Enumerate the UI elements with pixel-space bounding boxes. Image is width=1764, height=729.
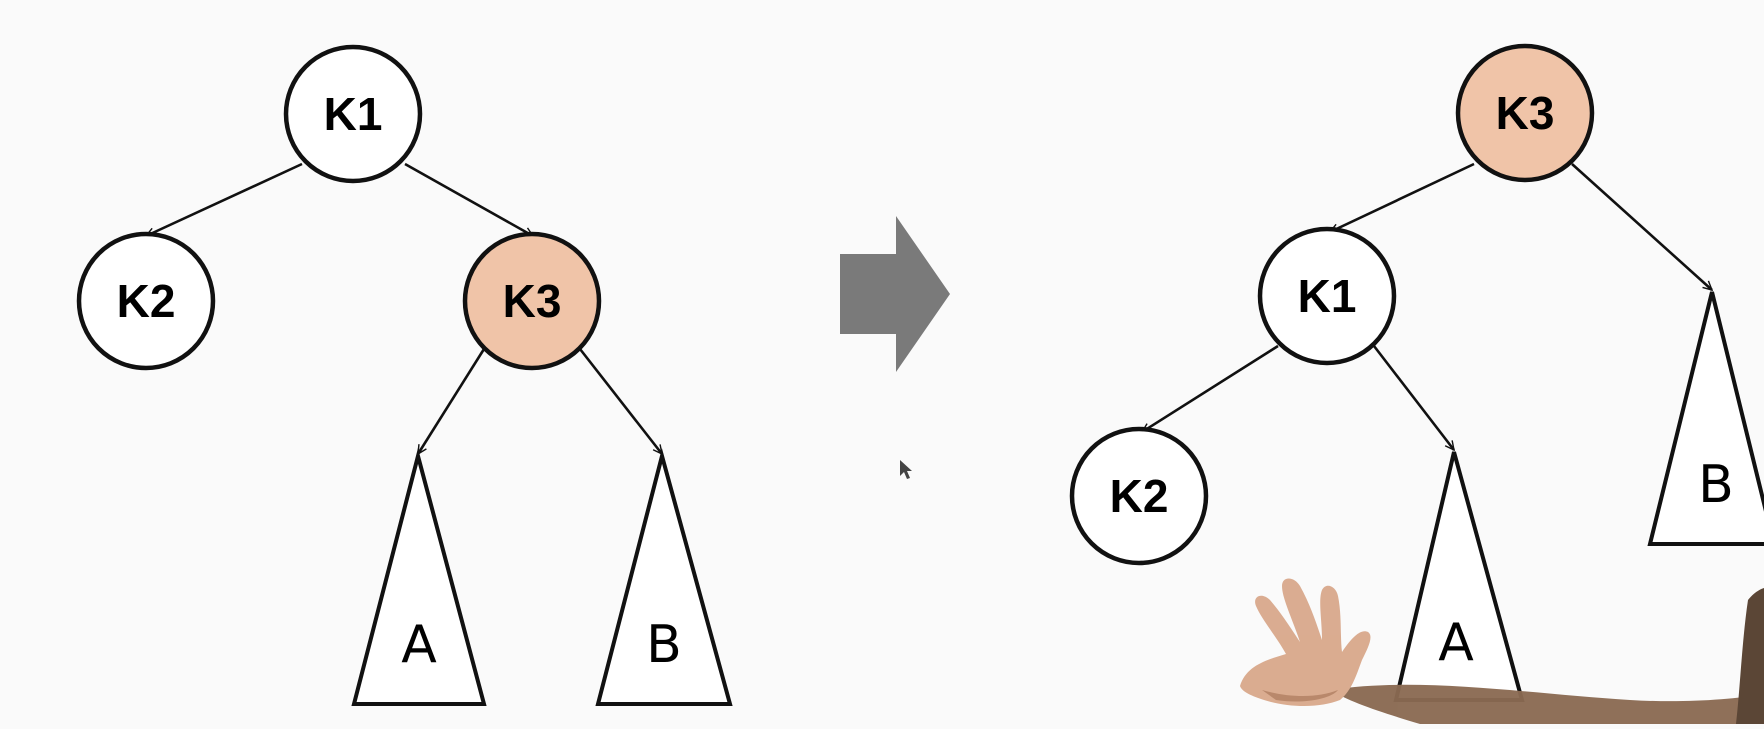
subtree-label: B: [646, 615, 682, 675]
subtree-label: A: [1438, 613, 1474, 673]
subtree-b: B: [595, 448, 733, 706]
node-label: K3: [1496, 87, 1555, 139]
edge-k1-k3: [404, 162, 533, 238]
node-circle: [1455, 43, 1595, 183]
node-label: K3: [503, 275, 562, 327]
subtree-triangle: [595, 448, 733, 706]
edge-k1-a: [1372, 345, 1456, 450]
node-k2: K2: [1069, 426, 1209, 566]
subtree-a: A: [351, 448, 487, 706]
before-tree: K1 K2 K3 A B: [76, 44, 733, 706]
node-circle: [283, 44, 423, 184]
subtree-a: A: [1393, 451, 1525, 702]
edge-k1-k2: [146, 162, 303, 238]
node-k3-highlighted: K3: [1455, 43, 1595, 183]
right-arrow-icon: [840, 216, 950, 372]
node-k1: K1: [283, 44, 423, 184]
presenter-hand: [1240, 578, 1764, 724]
node-circle: [1257, 226, 1397, 366]
edge-k3-b: [578, 348, 664, 454]
edge-k3-a: [416, 348, 486, 454]
node-label: K2: [117, 275, 176, 327]
node-k3-highlighted: K3: [462, 231, 602, 371]
edge-k3-k1: [1330, 162, 1475, 234]
after-tree: K3 K1 K2 A B: [1069, 43, 1764, 702]
node-label: K2: [1110, 470, 1169, 522]
node-circle: [1069, 426, 1209, 566]
node-label: K1: [324, 88, 383, 140]
node-k1: K1: [1257, 226, 1397, 366]
subtree-triangle: [351, 448, 487, 706]
node-label: K1: [1298, 270, 1357, 322]
node-circle: [462, 231, 602, 371]
presenter-shoulder: [1736, 588, 1764, 724]
node-k2: K2: [76, 231, 216, 371]
subtree-label: A: [401, 615, 437, 675]
node-circle: [76, 231, 216, 371]
subtree-b: B: [1647, 291, 1764, 546]
edge-k1-k2: [1142, 344, 1279, 434]
subtree-triangle: [1647, 291, 1764, 546]
subtree-label: B: [1698, 455, 1734, 515]
cursor-icon: [900, 460, 912, 479]
edge-k3-b: [1571, 163, 1712, 290]
